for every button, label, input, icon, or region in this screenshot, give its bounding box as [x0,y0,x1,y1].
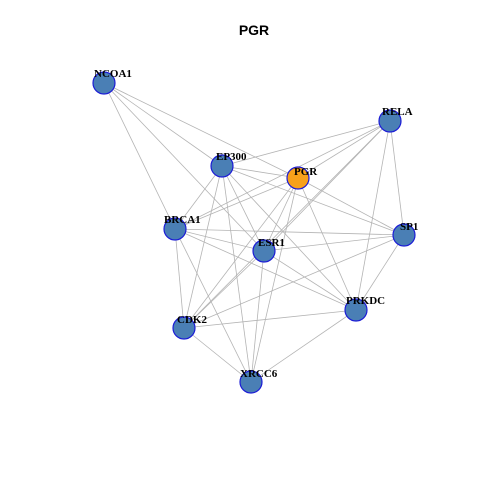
node-label-prkdc: PRKDC [346,295,385,307]
node-circle-xrcc6 [239,370,263,394]
node-label-xrcc6: XRCC6 [240,368,278,380]
edge-esr1-prkdc [263,250,357,311]
edge-pgr-brca1 [174,177,299,230]
node-circle-rela [378,109,402,133]
edge-ncoa1-ep300 [103,82,223,167]
node-label-ep300: EP300 [216,151,247,163]
edge-pgr-xrcc6 [250,177,299,383]
edge-rela-sp1 [389,120,405,236]
edge-esr1-cdk2 [183,250,265,329]
edge-brca1-xrcc6 [174,228,252,383]
edge-brca1-cdk2 [174,228,185,329]
node-circle-esr1 [252,239,276,263]
edge-rela-brca1 [174,120,391,230]
node-xrcc6: XRCC6 [239,368,278,394]
edge-ep300-cdk2 [183,165,223,329]
node-esr1: ESR1 [252,237,285,263]
edge-pgr-rela [297,120,391,179]
edge-brca1-prkdc [174,228,357,311]
node-brca1: BRCA1 [163,214,201,241]
node-label-brca1: BRCA1 [164,214,201,226]
node-label-esr1: ESR1 [258,237,285,249]
graph-title: PGR [239,22,269,38]
node-circle-sp1 [392,223,416,247]
edge-prkdc-cdk2 [183,309,357,329]
edge-ep300-prkdc [221,165,357,311]
node-cdk2: CDK2 [172,314,207,340]
edge-esr1-xrcc6 [250,250,265,383]
edge-ep300-xrcc6 [221,165,252,383]
edge-rela-prkdc [355,120,391,311]
node-label-rela: RELA [382,106,413,118]
edge-pgr-sp1 [297,177,405,236]
edge-pgr-cdk2 [183,177,299,329]
node-label-ncoa1: NCOA1 [94,68,132,80]
edge-ncoa1-esr1 [103,82,265,252]
node-circle-ep300 [210,154,234,178]
node-label-pgr: PGR [294,166,318,178]
edge-sp1-prkdc [355,234,405,311]
edge-sp1-cdk2 [183,234,405,329]
node-sp1: SP1 [392,221,418,247]
edge-ncoa1-pgr [103,82,299,179]
edge-ncoa1-brca1 [103,82,176,230]
edge-cdk2-xrcc6 [183,327,252,383]
node-circle-brca1 [163,217,187,241]
node-label-cdk2: CDK2 [177,314,207,326]
node-circle-prkdc [344,298,368,322]
node-circle-pgr [286,166,310,190]
node-ep300: EP300 [210,151,247,178]
edge-rela-cdk2 [183,120,391,329]
node-rela: RELA [378,106,413,133]
node-circle-ncoa1 [92,71,116,95]
node-circle-cdk2 [172,316,196,340]
edge-ep300-rela [221,120,391,167]
node-prkdc: PRKDC [344,295,385,322]
edge-ep300-esr1 [221,165,265,252]
edge-brca1-esr1 [174,228,265,252]
node-label-sp1: SP1 [400,221,418,233]
node-ncoa1: NCOA1 [92,68,132,95]
edge-layer [103,82,405,383]
edge-ep300-pgr [221,165,299,179]
edge-prkdc-xrcc6 [250,309,357,383]
node-pgr: PGR [286,166,318,190]
edge-esr1-sp1 [263,234,405,252]
edge-brca1-sp1 [174,228,405,236]
edge-pgr-esr1 [263,177,299,252]
edge-ep300-brca1 [174,165,223,230]
